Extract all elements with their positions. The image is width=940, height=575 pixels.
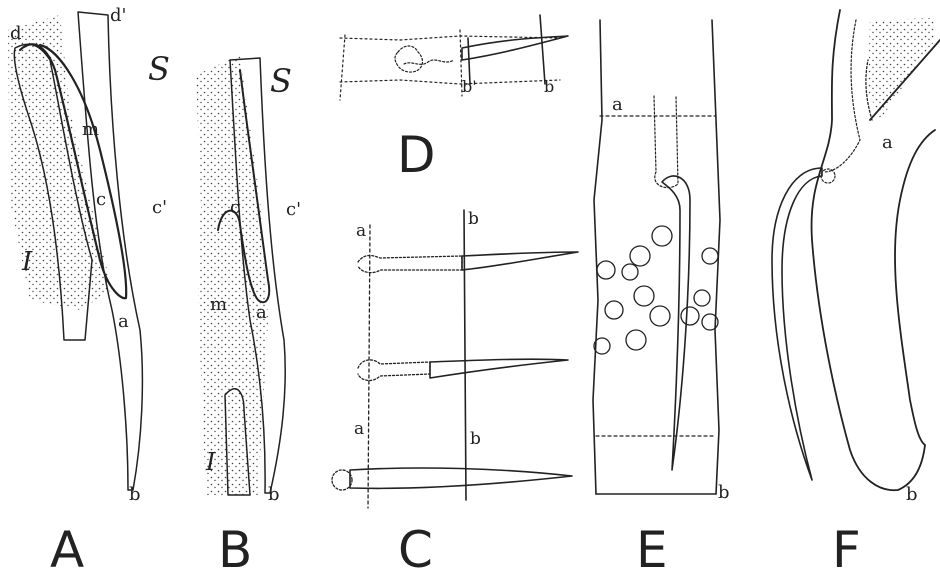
- panel-d: b' b D: [340, 15, 568, 184]
- panel-a-label: S: [148, 50, 170, 88]
- panel-b-label: b: [268, 484, 280, 505]
- panel-b: S c c' m a I b B: [196, 55, 301, 575]
- panel-c-line-b: [464, 210, 466, 500]
- panel-a: d d' S m c c' I a b A: [8, 5, 170, 575]
- panel-a-letter: A: [50, 521, 84, 575]
- panel-d-cell-outline: [340, 30, 560, 100]
- panel-e-wall-right: [712, 20, 720, 494]
- panel-b-label: c': [286, 199, 301, 220]
- panel-e-wall-left: [593, 20, 602, 494]
- panel-a-label: b: [129, 484, 141, 505]
- panel-a-label: m: [82, 119, 99, 140]
- panel-c-line-a: [368, 225, 370, 508]
- panel-f-label: a: [882, 132, 893, 153]
- panel-a-label: c: [96, 189, 106, 210]
- panel-b-label: m: [210, 294, 227, 315]
- panel-e-label: b: [718, 482, 730, 503]
- panel-f-hair: [772, 168, 822, 480]
- panel-e: a b E: [593, 20, 730, 575]
- panel-a-label: d': [110, 5, 126, 26]
- panel-c-label: b: [468, 209, 479, 229]
- panel-b-label: I: [205, 448, 216, 476]
- panel-f-stippled-tissue: [868, 18, 935, 120]
- panel-a-label: d: [10, 23, 22, 44]
- panel-c-spine-3: [350, 468, 572, 488]
- panel-b-stippled-tissue: [196, 55, 268, 495]
- panel-b-label: c: [230, 197, 240, 218]
- panel-a-label: I: [21, 247, 33, 277]
- panel-d-label: b: [544, 77, 554, 96]
- panel-f-label: b: [906, 484, 918, 505]
- panel-c-label: a: [354, 419, 364, 439]
- panel-d-label: b': [462, 77, 477, 96]
- panel-f: a b F: [772, 10, 940, 575]
- panel-e-label: a: [612, 94, 623, 115]
- panel-d-spine: [462, 36, 568, 60]
- panel-f-letter: F: [832, 521, 861, 575]
- panel-c-spine-1: [358, 256, 462, 273]
- panel-a-label: c': [152, 197, 167, 218]
- panel-b-label: a: [256, 302, 267, 323]
- panel-c-label: a: [356, 221, 366, 241]
- panel-c-letter: C: [398, 521, 433, 575]
- panel-d-pore-wall: [404, 60, 454, 64]
- panel-d-pore: [395, 46, 423, 72]
- panel-c: a b a b C: [332, 209, 578, 575]
- panel-e-vacuoles: [594, 226, 718, 354]
- panel-b-label: S: [270, 62, 292, 100]
- panel-e-letter: E: [636, 521, 668, 575]
- panel-d-letter: D: [397, 126, 436, 184]
- panel-c-label: b: [470, 429, 481, 449]
- panel-b-letter: B: [218, 521, 252, 575]
- panel-a-label: a: [118, 311, 129, 332]
- panel-c-spine-3-base: [332, 470, 352, 490]
- panel-e-pore: [654, 96, 678, 188]
- panel-f-pore-outline: [824, 20, 860, 172]
